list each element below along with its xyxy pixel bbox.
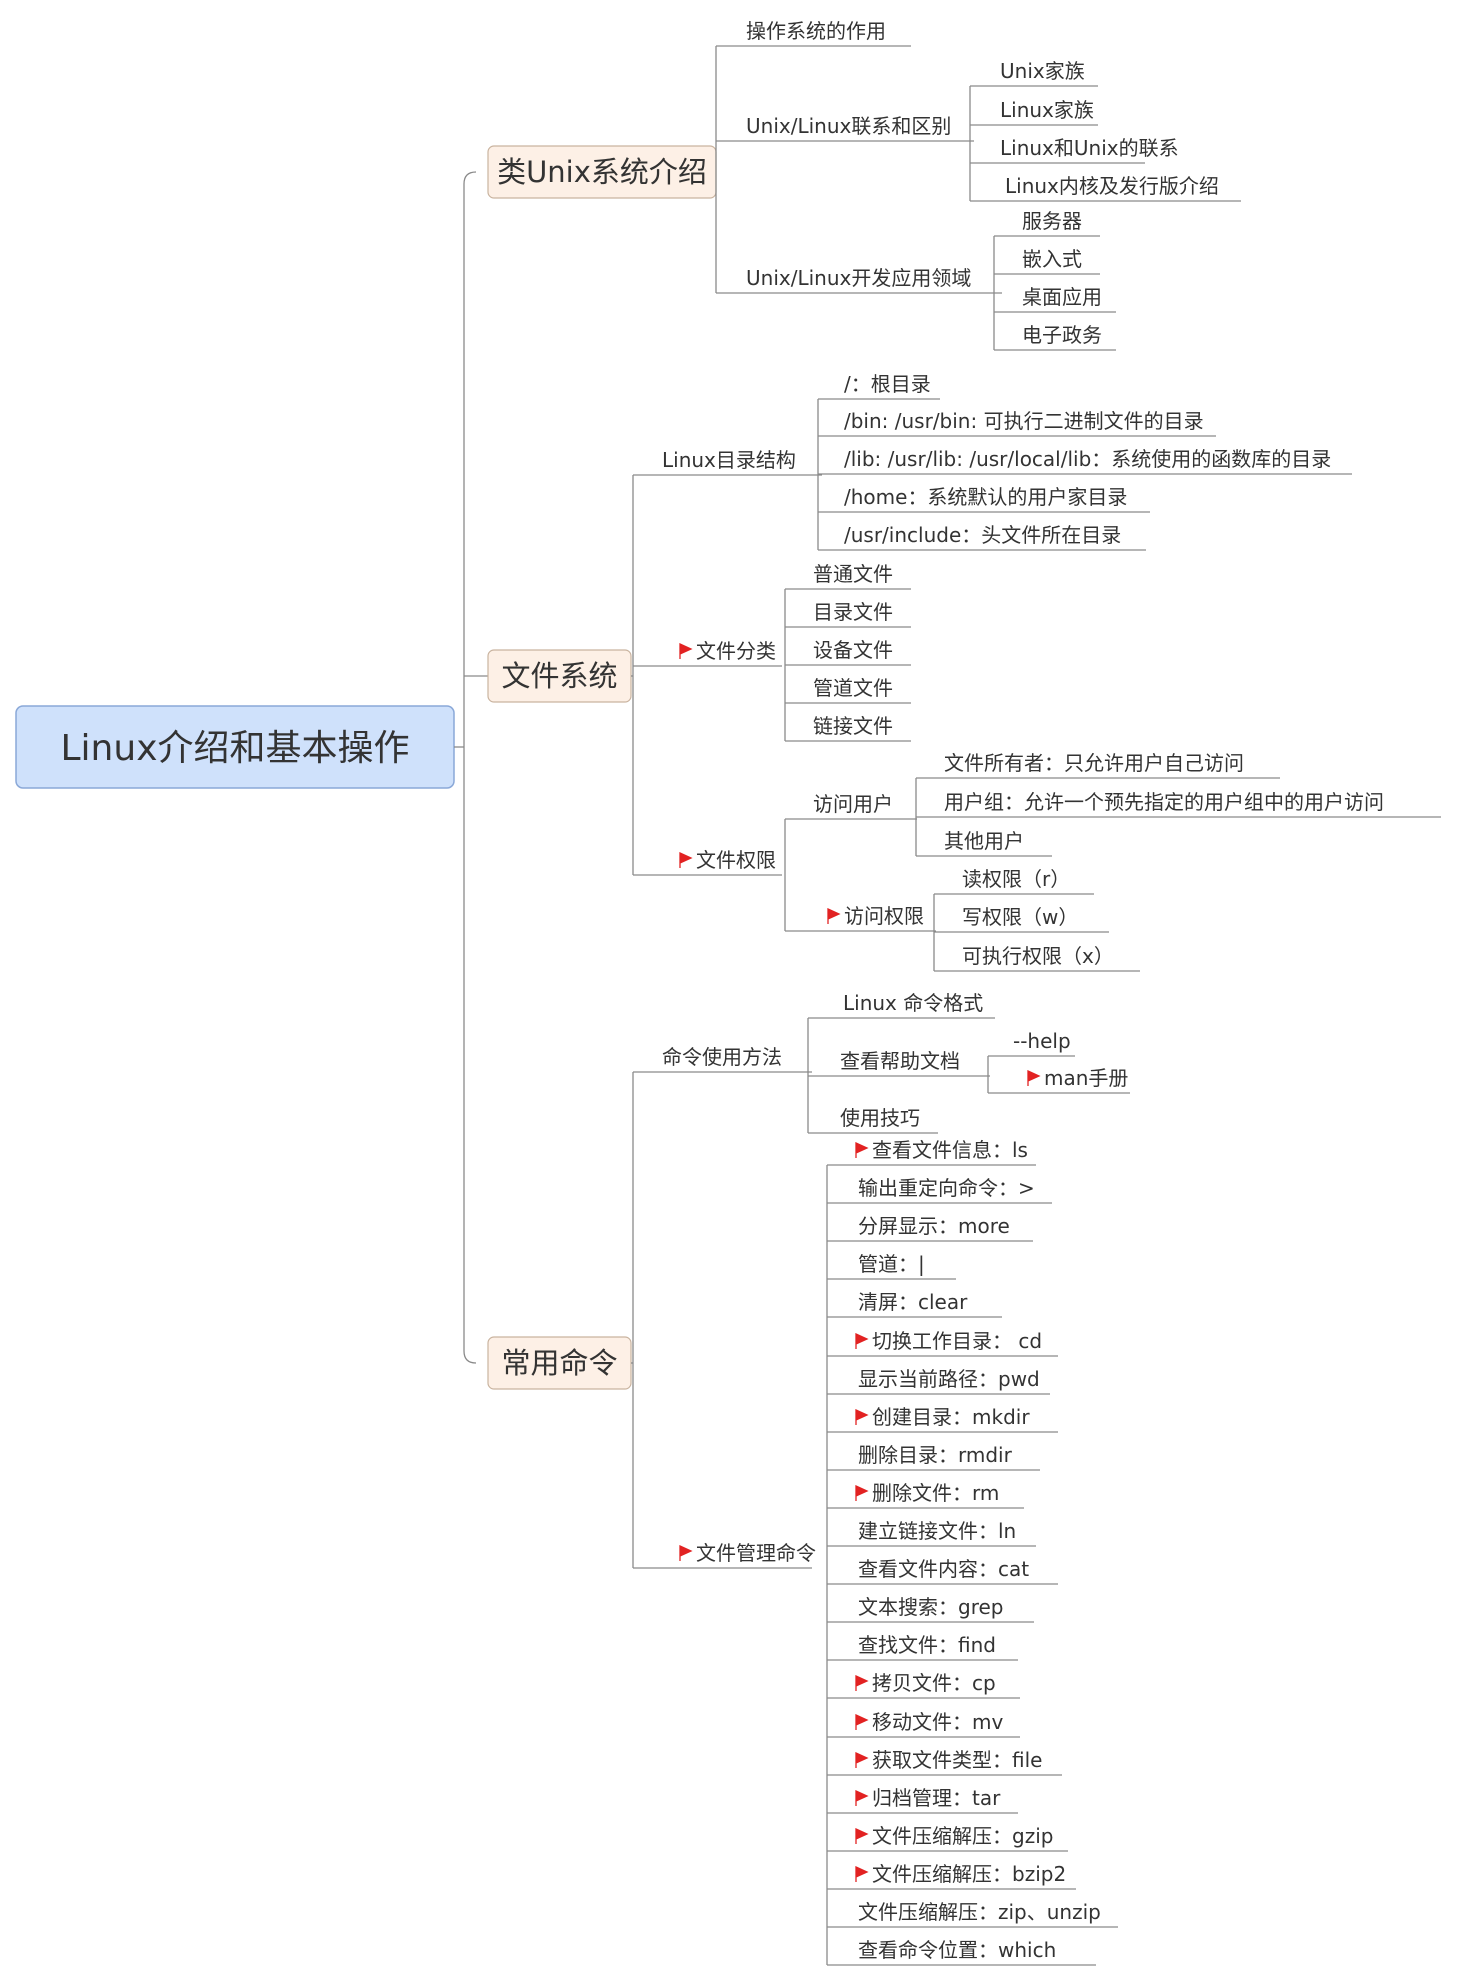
subtopic-item[interactable]: 查看帮助文档 <box>840 1049 960 1073</box>
subtopic-item[interactable]: 显示当前路径：pwd <box>858 1367 1040 1391</box>
subtopic-item[interactable]: Unix家族 <box>1000 59 1085 83</box>
subtopic-item[interactable]: 获取文件类型：file <box>872 1748 1042 1772</box>
subtopic-item[interactable]: Linux和Unix的联系 <box>1000 136 1179 160</box>
subtopic-item[interactable]: 文件压缩解压：bzip2 <box>872 1862 1066 1886</box>
subtopic-item[interactable]: --help <box>1013 1029 1071 1053</box>
subtopic-item[interactable]: 访问权限 <box>844 904 924 928</box>
subtopic-item[interactable]: 用户组：允许一个预先指定的用户组中的用户访问 <box>944 790 1384 814</box>
subtopic-item[interactable]: 查看文件内容：cat <box>858 1557 1029 1581</box>
main-topic-label: 常用命令 <box>501 1346 617 1380</box>
main-trunk <box>463 171 488 1364</box>
topic-item[interactable]: 文件分类 <box>696 639 776 663</box>
flag-icon <box>679 1544 693 1561</box>
subtopic-item[interactable]: 访问用户 <box>813 792 893 816</box>
subtopic-item[interactable]: /home：系统默认的用户家目录 <box>844 485 1127 509</box>
subtopic-item[interactable]: 文件压缩解压：gzip <box>872 1824 1053 1848</box>
flag-icon <box>1027 1069 1041 1086</box>
subtopic-item[interactable]: 链接文件 <box>813 714 893 738</box>
subtopic-item[interactable]: 读权限（r） <box>962 867 1070 891</box>
subtopic-item[interactable]: /：根目录 <box>844 372 931 396</box>
subtopic-item[interactable]: 输出重定向命令：> <box>858 1176 1035 1200</box>
main-topic-label: 文件系统 <box>501 659 617 693</box>
flag-icon <box>855 1865 869 1882</box>
topic-item[interactable]: 命令使用方法 <box>662 1045 782 1069</box>
subtopic-item[interactable]: /lib: /usr/lib: /usr/local/lib：系统使用的函数库的… <box>844 447 1331 471</box>
subtopic-item[interactable]: 归档管理：tar <box>872 1786 1001 1810</box>
subtopic-item[interactable]: 查看命令位置：which <box>858 1938 1056 1962</box>
subtopic-item[interactable]: 删除文件：rm <box>872 1481 999 1505</box>
subtopic-item[interactable]: 查找文件：find <box>858 1633 996 1657</box>
flag-icon <box>827 907 841 924</box>
subtopic-item[interactable]: 移动文件：mv <box>872 1710 1003 1734</box>
root-topic-label: Linux介绍和基本操作 <box>61 728 410 769</box>
subtopic-item[interactable]: 写权限（w） <box>962 905 1078 929</box>
subtopic-item[interactable]: /bin: /usr/bin: 可执行二进制文件的目录 <box>844 409 1204 433</box>
flag-icon <box>855 1751 869 1768</box>
topic-item[interactable]: Linux目录结构 <box>662 448 796 472</box>
subtopic-item[interactable]: 使用技巧 <box>840 1106 920 1130</box>
subtopic-item[interactable]: 文件所有者：只允许用户自己访问 <box>944 751 1244 775</box>
main-topic[interactable]: 文件系统 <box>487 649 632 703</box>
flag-icon <box>855 1713 869 1730</box>
subtopic-item[interactable]: 管道：| <box>858 1252 925 1276</box>
subtopic-item[interactable]: 切换工作目录： cd <box>872 1329 1042 1353</box>
subtopic-item[interactable]: Linux家族 <box>1000 98 1094 122</box>
subtopic-item[interactable]: Linux 命令格式 <box>843 991 983 1015</box>
subtopic-item[interactable]: 可执行权限（x） <box>962 944 1114 968</box>
subtopic-item[interactable]: /usr/include：头文件所在目录 <box>844 523 1121 547</box>
subtopic-item[interactable]: 嵌入式 <box>1022 247 1082 271</box>
flag-icon <box>679 851 693 868</box>
subtopic-item[interactable]: 电子政务 <box>1022 323 1102 347</box>
subtopic-item[interactable]: 删除目录：rmdir <box>858 1443 1013 1467</box>
subtopic-item[interactable]: man手册 <box>1044 1066 1128 1090</box>
subtopic-item[interactable]: 管道文件 <box>813 676 893 700</box>
main-topic[interactable]: 类Unix系统介绍 <box>487 145 717 199</box>
main-topic-label: 类Unix系统介绍 <box>497 155 707 189</box>
subtopic-item[interactable]: 拷贝文件：cp <box>872 1671 996 1695</box>
subtopic-item[interactable]: 普通文件 <box>813 562 893 586</box>
subtopic-item[interactable]: Linux内核及发行版介绍 <box>1005 174 1219 198</box>
subtopic-item[interactable]: 服务器 <box>1022 209 1082 233</box>
subtopic-item[interactable]: 文本搜索：grep <box>858 1595 1003 1619</box>
flag-icon <box>855 1141 869 1158</box>
topic-item[interactable]: 文件管理命令 <box>696 1541 816 1565</box>
topic-item[interactable]: Unix/Linux开发应用领域 <box>746 266 971 290</box>
subtopic-item[interactable]: 创建目录：mkdir <box>872 1405 1030 1429</box>
topic-item[interactable]: Unix/Linux联系和区别 <box>746 114 951 138</box>
flag-icon <box>855 1674 869 1691</box>
flag-icon <box>679 642 693 659</box>
flag-icon <box>855 1789 869 1806</box>
root-topic[interactable]: Linux介绍和基本操作 <box>15 705 455 789</box>
subtopic-item[interactable]: 其他用户 <box>944 829 1024 853</box>
subtopic-item[interactable]: 桌面应用 <box>1022 285 1102 309</box>
subtopic-item[interactable]: 分屏显示：more <box>858 1214 1010 1238</box>
subtopic-item[interactable]: 建立链接文件：ln <box>858 1519 1016 1543</box>
subtopic-item[interactable]: 目录文件 <box>813 600 893 624</box>
flag-icon <box>855 1332 869 1349</box>
flag-icon <box>855 1484 869 1501</box>
flag-icon <box>855 1827 869 1844</box>
main-topic[interactable]: 常用命令 <box>487 1336 632 1390</box>
subtopic-item[interactable]: 清屏：clear <box>858 1290 968 1314</box>
topic-item[interactable]: 操作系统的作用 <box>746 19 886 43</box>
flag-icon <box>855 1408 869 1425</box>
topic-item[interactable]: 文件权限 <box>696 848 776 872</box>
subtopic-item[interactable]: 设备文件 <box>813 638 893 662</box>
subtopic-item[interactable]: 文件压缩解压：zip、unzip <box>858 1900 1101 1924</box>
subtopic-item[interactable]: 查看文件信息：ls <box>872 1138 1028 1162</box>
